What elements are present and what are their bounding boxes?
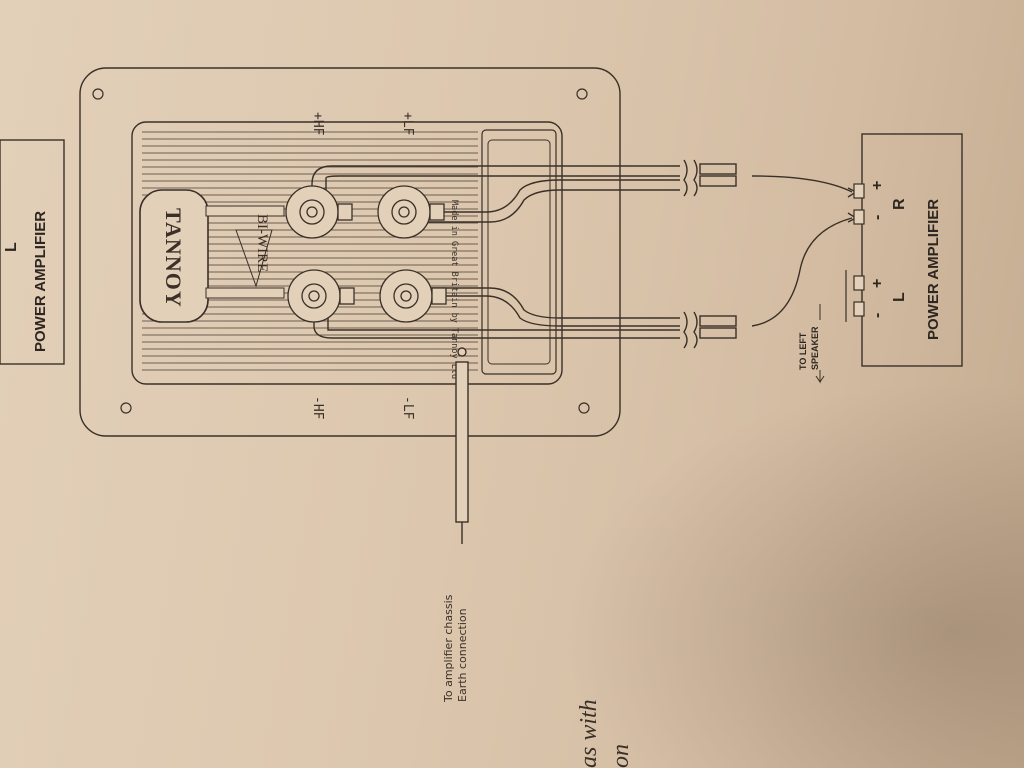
label-plus-hf: +HF xyxy=(310,112,325,136)
right-power-amplifier: + - + - R L POWER AMPLIFIER TO LEFT SPEA… xyxy=(798,133,963,384)
post-minus-hf xyxy=(287,269,355,323)
left-amp-channel: L xyxy=(3,242,20,252)
screw-hole xyxy=(120,402,132,414)
amp-l-minus: - xyxy=(869,313,886,318)
right-amp-title: POWER AMPLIFIER xyxy=(925,199,942,340)
terminal-l-minus xyxy=(853,301,865,317)
left-amp-title: POWER AMPLIFIER xyxy=(32,211,49,352)
brand-logo: TANNOY xyxy=(161,208,186,308)
shadow xyxy=(560,380,1024,768)
amp-l-plus: + xyxy=(869,279,886,288)
amp-l-channel: L xyxy=(891,292,908,302)
heading-fragment-line1: as with xyxy=(576,699,602,768)
left-power-amplifier: POWER AMPLIFIER L xyxy=(0,139,65,365)
tannoy-badge: TANNOY xyxy=(139,189,285,323)
terminal-r-plus xyxy=(853,183,865,199)
amp-r-plus: + xyxy=(869,181,886,190)
made-in-text: Made in Great Britain by Tannoy Ltd xyxy=(449,200,459,379)
terminal-l-plus xyxy=(853,275,865,291)
to-left-line1: TO LEFT xyxy=(798,332,808,370)
amp-r-minus: - xyxy=(869,215,886,220)
screw-hole xyxy=(576,88,588,100)
terminal-plate xyxy=(79,67,621,437)
earth-note-line2: Earth connection xyxy=(456,608,469,702)
binding-posts xyxy=(285,185,447,323)
bi-wire-label: BI-WIRE xyxy=(235,214,273,288)
earth-wire xyxy=(455,347,469,544)
post-plus-lf xyxy=(377,185,445,239)
heading-fragment-line2: on xyxy=(608,744,634,768)
to-left-line2: SPEAKER xyxy=(810,326,820,370)
label-plus-lf: +LF xyxy=(400,112,415,136)
earth-note-line1: To amplifier chassis xyxy=(442,594,455,703)
screw-hole xyxy=(92,88,104,100)
bi-wire-text: BI-WIRE xyxy=(254,214,270,272)
terminal-r-minus xyxy=(853,209,865,225)
label-minus-hf: -HF xyxy=(310,396,325,420)
post-plus-hf xyxy=(285,185,353,239)
screw-hole xyxy=(578,402,590,414)
label-minus-lf: -LF xyxy=(400,396,415,420)
speaker-cables xyxy=(311,159,858,349)
post-minus-lf xyxy=(379,269,447,323)
amp-r-channel: R xyxy=(891,198,908,210)
